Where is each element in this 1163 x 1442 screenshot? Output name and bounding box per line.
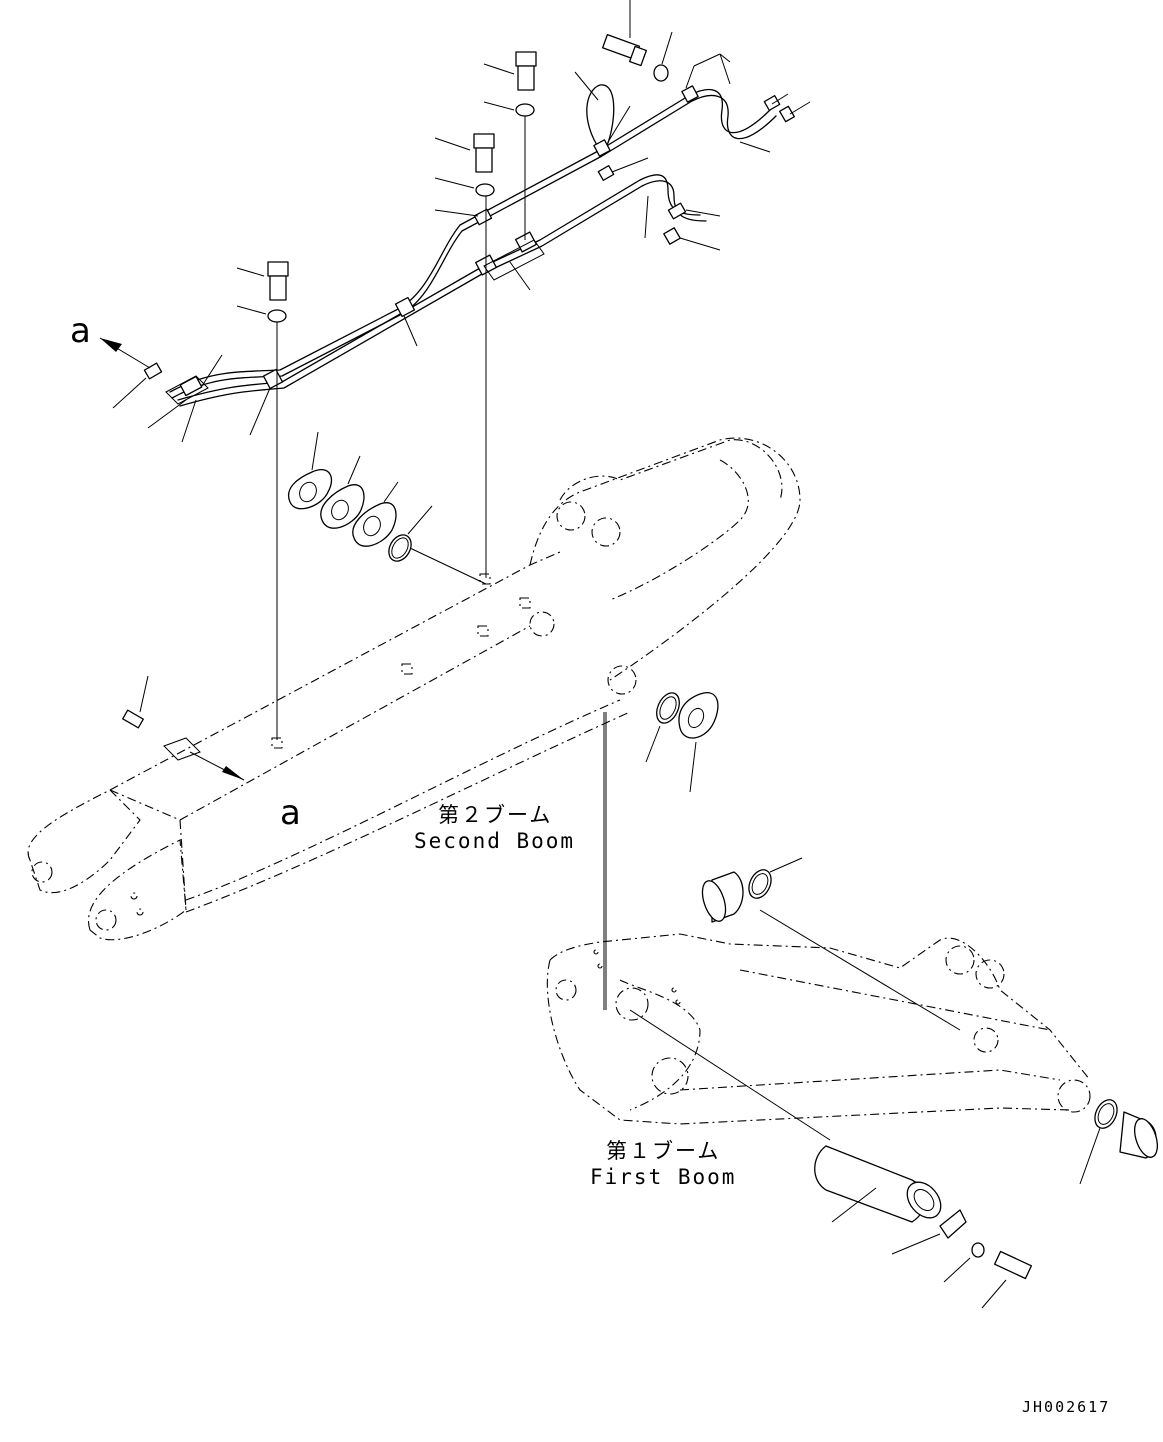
shims	[287, 431, 433, 562]
bolt	[267, 261, 289, 323]
pipe-clamp	[394, 296, 416, 318]
boom-pin	[814, 1145, 1033, 1309]
pipe-clamp	[473, 208, 493, 226]
first-boom-label-en: First Boom	[590, 1165, 736, 1189]
bolt	[601, 33, 669, 82]
rings	[603, 692, 719, 1010]
reference-label-top: a	[70, 311, 91, 351]
bushing	[1079, 1099, 1158, 1185]
pipe-clamp	[262, 368, 284, 390]
leader-lines	[112, 0, 811, 443]
pipe-assembly	[99, 0, 811, 740]
pipe-clamp	[515, 231, 537, 253]
bolt	[473, 133, 495, 197]
drawing-code: JH002617	[1022, 1398, 1110, 1416]
first-boom-label-jp: 第１ブーム	[606, 1139, 720, 1163]
second-boom-label-jp: 第２ブーム	[438, 803, 552, 827]
bushing	[701, 857, 803, 923]
pipe-fitting	[143, 95, 795, 380]
reference-arrow	[99, 337, 151, 369]
second-boom	[27, 437, 801, 941]
pipe-clamp	[593, 139, 611, 157]
bolt	[515, 51, 537, 117]
first-boom	[546, 909, 1091, 1141]
second-boom-label-en: Second Boom	[414, 829, 575, 853]
reference-label-bottom: a	[280, 793, 301, 833]
pipe-clamp	[681, 85, 699, 103]
